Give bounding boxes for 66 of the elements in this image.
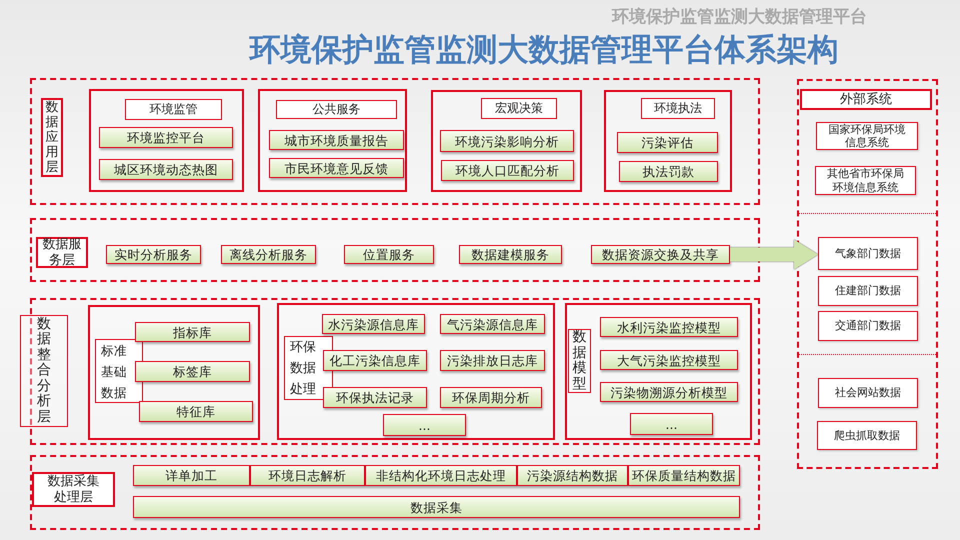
module-box: 数据资源交换及共享: [591, 245, 730, 264]
dashed-frame: [797, 79, 938, 469]
module-box: 环境监控平台: [99, 127, 233, 148]
module-box: 化工污染信息库: [323, 350, 427, 371]
diagram-title: 环境保护监管监测大数据管理平台体系架构: [248, 31, 840, 70]
group-frame: [604, 90, 732, 192]
group-heading: 环境监管: [125, 99, 222, 120]
dashed-frame: [30, 298, 760, 445]
layer-label: 数据整合分析层: [20, 315, 68, 427]
source-box: 爬虫抓取数据: [817, 421, 917, 450]
module-box: 水污染源信息库: [322, 314, 425, 334]
header-text: 环境保护监管监测大数据管理平台: [612, 7, 867, 27]
module-box: 污染评估: [617, 132, 718, 153]
module-box: 实时分析服务: [106, 245, 201, 264]
category-label: 标准基础数据: [95, 339, 143, 403]
source-box: 国家环保局环境信息系统: [816, 122, 918, 150]
module-box: 环保质量结构数据: [628, 465, 740, 486]
module-box: 非结构化环境日志处理: [365, 465, 517, 486]
group-heading: 宏观决策: [481, 98, 557, 119]
module-box: ...: [383, 414, 466, 436]
group-frame: [89, 89, 244, 192]
dashed-frame: [30, 218, 760, 282]
module-box: ...: [630, 413, 713, 435]
module-box: 指标库: [135, 322, 250, 342]
module-box: 详单加工: [133, 465, 250, 486]
layer-label: 数据服务层: [36, 237, 88, 268]
group-frame: [88, 305, 260, 440]
group-frame: [277, 303, 555, 440]
layer-label: 数据模型: [568, 329, 591, 393]
arrow: [730, 240, 818, 270]
module-box: 城市环境质量报告: [269, 130, 404, 150]
layer-label: 数据应用层: [41, 98, 63, 177]
dashed-frame: [30, 78, 760, 205]
module-box: 离线分析服务: [221, 245, 316, 264]
module-box: 市民环境意见反馈: [269, 158, 404, 178]
group-frame: [258, 89, 407, 192]
group-heading: 环境执法: [641, 98, 715, 119]
module-box: 位置服务: [344, 245, 434, 264]
source-box: 社会网站数据: [818, 378, 918, 408]
module-box: 环境人口匹配分析: [441, 160, 574, 181]
source-box: 交通部门数据: [818, 311, 918, 341]
module-box: 水利污染监控模型: [600, 317, 738, 337]
module-box: 标签库: [135, 361, 250, 382]
module-box: 环保执法记录: [323, 387, 427, 408]
module-box: 大气污染监控模型: [600, 350, 738, 370]
group-frame: [565, 303, 752, 440]
module-box: 特征库: [139, 401, 253, 422]
source-box: 其他省市环保局环境信息系统: [815, 166, 916, 195]
module-box: 污染排放日志库: [440, 350, 545, 371]
module-box: 污染源结构数据: [517, 465, 628, 486]
module-box: 环境日志解析: [250, 465, 365, 486]
module-box: 环保周期分析: [440, 387, 542, 408]
module-box: 执法罚款: [619, 161, 718, 182]
group-heading: 公共服务: [276, 100, 397, 119]
module-box: 气污染源信息库: [440, 314, 545, 334]
group-frame: [431, 90, 582, 192]
module-box: 环境污染影响分析: [440, 130, 574, 152]
module-box: 污染物溯源分析模型: [600, 382, 738, 402]
source-box: 气象部门数据: [818, 237, 918, 270]
layer-label: 数据采集处理层: [32, 472, 115, 507]
panel-heading: 外部系统: [800, 89, 932, 110]
dashed-frame: [30, 455, 760, 530]
module-box: 城区环境动态热图: [99, 159, 233, 180]
module-box: 数据建模服务: [459, 245, 562, 264]
source-box: 住建部门数据: [818, 276, 918, 306]
module-box: 数据采集: [133, 496, 740, 518]
